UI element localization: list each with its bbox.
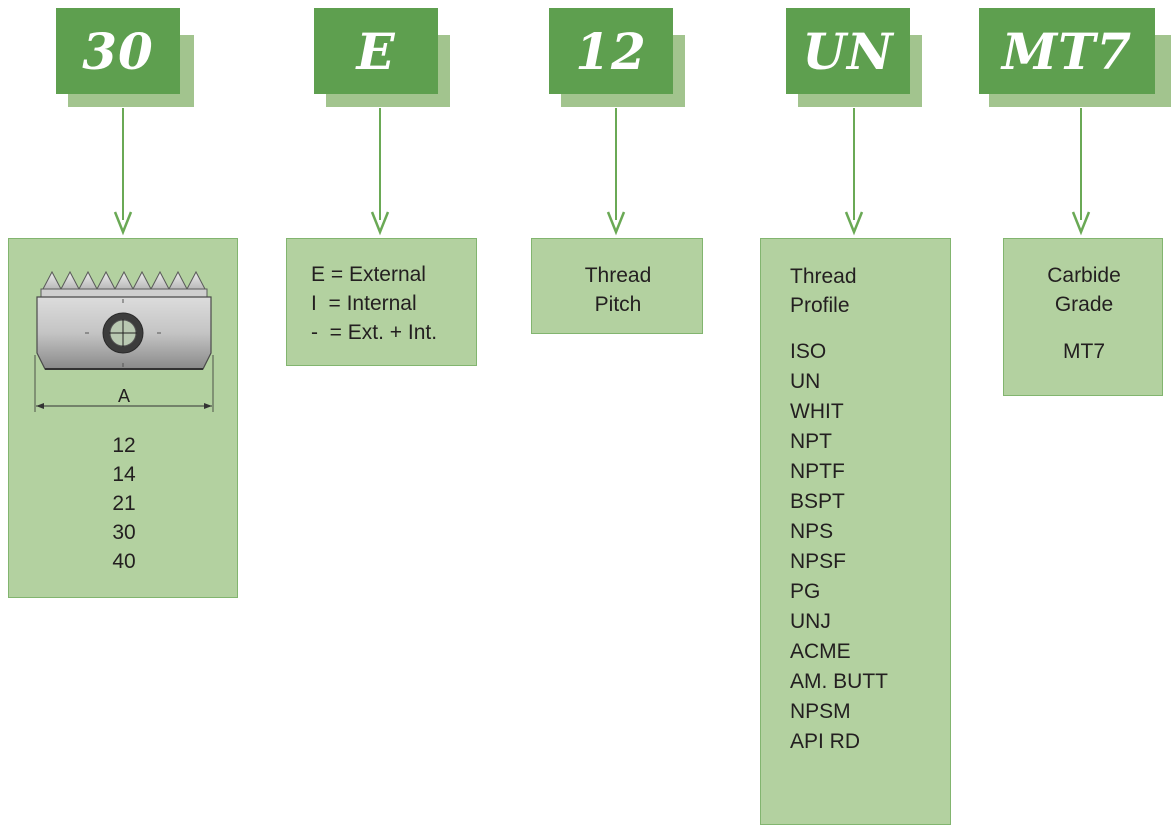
code-grade: MT7: [979, 8, 1171, 108]
pitch-line-1: Thread: [584, 264, 652, 287]
pitch-panel: Thread Pitch: [531, 238, 703, 334]
type-internal: I = Internal: [311, 292, 417, 315]
profile-heading-line-2: Profile: [790, 294, 850, 317]
code-profile-box: UN: [786, 8, 910, 94]
profile-item: NPT: [790, 430, 832, 453]
profile-item: NPS: [790, 520, 834, 543]
profile-item: NPSM: [790, 700, 851, 723]
code-pitch: 12: [549, 8, 685, 108]
profile-item: WHIT: [790, 400, 844, 423]
profile-item: UNJ: [790, 610, 831, 633]
size-item: 14: [112, 463, 136, 486]
code-type: E: [314, 8, 450, 108]
code-pitch-box: 12: [549, 8, 673, 94]
type-external: E = External: [311, 263, 426, 286]
code-type-box: E: [314, 8, 438, 94]
size-item: 21: [112, 492, 136, 515]
code-size: 30: [56, 8, 194, 108]
dimension-label: A: [117, 386, 130, 406]
profile-item: ISO: [790, 340, 827, 363]
pitch-label: Thread Pitch: [532, 261, 704, 319]
arrow-size: [113, 108, 133, 236]
code-profile: UN: [786, 8, 922, 108]
size-item: 12: [112, 434, 136, 457]
profile-panel: Thread Profile ISO UN WHIT NPT NPTF BSPT…: [760, 238, 951, 825]
arrow-pitch: [606, 108, 626, 236]
pitch-line-2: Pitch: [594, 293, 642, 316]
profile-item: UN: [790, 370, 821, 393]
grade-value: MT7: [1063, 340, 1105, 363]
profile-item: PG: [790, 580, 821, 603]
code-profile-text: UN: [802, 21, 894, 81]
type-both: - = Ext. + Int.: [311, 321, 438, 344]
profile-item: NPTF: [790, 460, 845, 483]
profile-item: BSPT: [790, 490, 845, 513]
type-panel: E = External I = Internal - = Ext. + Int…: [286, 238, 477, 366]
code-type-text: E: [356, 21, 396, 81]
profile-list: ISO UN WHIT NPT NPTF BSPT NPS NPSF PG UN…: [790, 337, 888, 757]
thread-insert-drawing: [34, 270, 214, 412]
profile-heading: Thread Profile: [790, 262, 857, 320]
code-grade-text: MT7: [1001, 21, 1133, 81]
arrow-profile: [844, 108, 864, 236]
profile-item: API RD: [790, 730, 861, 753]
size-list: 12 14 21 30 40: [9, 431, 239, 576]
grade-line-1: Carbide: [1047, 264, 1121, 287]
arrow-grade: [1071, 108, 1091, 236]
profile-item: ACME: [790, 640, 851, 663]
size-item: 30: [112, 521, 136, 544]
size-item: 40: [112, 550, 136, 573]
code-size-box: 30: [56, 8, 180, 94]
grade-line-2: Grade: [1054, 293, 1114, 316]
profile-item: NPSF: [790, 550, 847, 573]
code-grade-box: MT7: [979, 8, 1155, 94]
code-pitch-text: 12: [575, 21, 647, 81]
profile-heading-line-1: Thread: [790, 265, 857, 288]
size-panel: A 12 14 21 30 40: [8, 238, 238, 598]
grade-label: Carbide Grade: [1004, 261, 1164, 319]
type-legend: E = External I = Internal - = Ext. + Int…: [311, 260, 437, 347]
code-size-text: 30: [82, 21, 154, 81]
arrow-type: [370, 108, 390, 236]
profile-item: AM. BUTT: [790, 670, 888, 693]
grade-panel: Carbide Grade MT7: [1003, 238, 1163, 396]
